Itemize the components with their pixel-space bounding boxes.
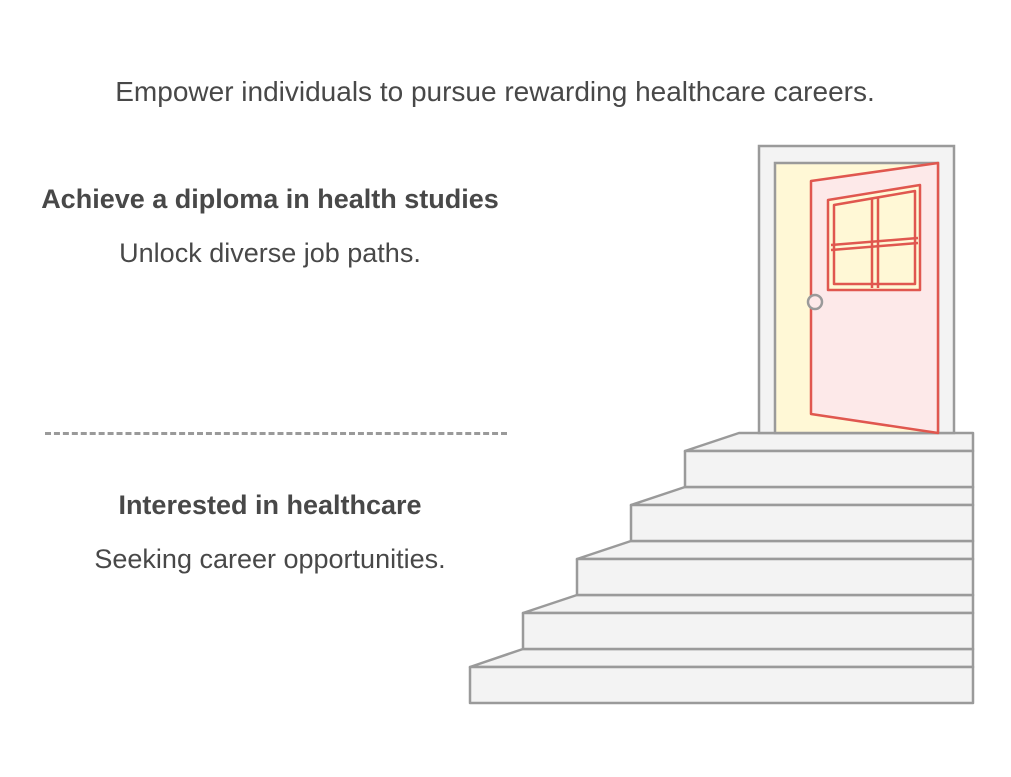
door-window [826, 183, 922, 292]
stage-divider [45, 432, 507, 435]
step-title: Achieve a diploma in health studies [41, 184, 499, 214]
stair-step-riser [575, 557, 975, 597]
stair-step-tread [575, 539, 975, 561]
stair-step-tread [683, 431, 975, 453]
step-interest: Interested in healthcare Seeking career … [40, 487, 500, 578]
open-door [809, 161, 940, 435]
stair-step-riser [521, 611, 975, 651]
stair-step-riser [468, 665, 975, 705]
step-diploma: Achieve a diploma in health studies Unlo… [40, 181, 500, 272]
step-description: Seeking career opportunities. [94, 544, 446, 574]
goal-text: Empower individuals to pursue rewarding … [115, 76, 875, 107]
stair-step-riser [629, 503, 975, 543]
stair-step-riser [683, 449, 975, 489]
step-description: Unlock diverse job paths. [119, 238, 421, 268]
stair-step-tread [468, 647, 975, 669]
stair-step-tread [521, 593, 975, 615]
staircase [468, 431, 975, 705]
step-title: Interested in healthcare [118, 490, 422, 520]
door-knob [806, 293, 824, 311]
stair-step-tread [629, 485, 975, 507]
